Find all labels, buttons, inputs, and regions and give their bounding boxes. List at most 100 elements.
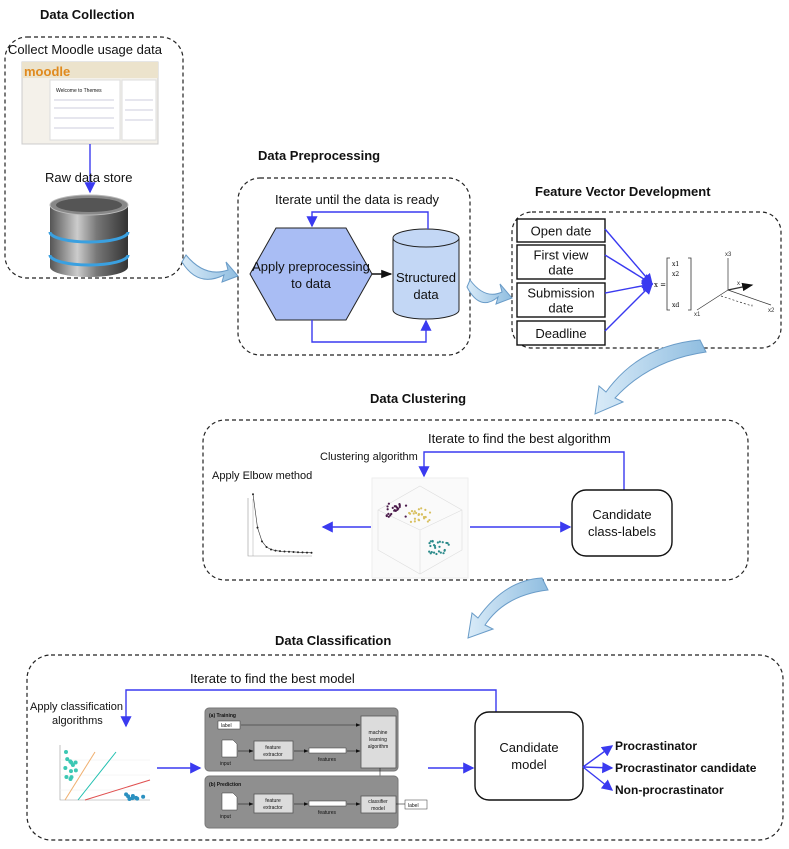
feature-label: Open date [531,224,592,239]
database-icon [48,194,130,277]
ml-2: learning [369,737,387,743]
class-point [134,795,139,800]
elbow-point [279,550,281,553]
training-extractor-1: feature [265,745,281,751]
cluster-point [387,515,390,518]
feature-vector: x = x1 x2 xd [654,257,692,311]
output-class: Procrastinator [615,739,697,753]
axis-vec: x [737,281,740,287]
feature-label: First view [534,248,590,263]
cluster-point [445,541,448,545]
cluster-point [433,544,436,548]
cluster-point [398,504,401,507]
clustering-title: Data Clustering [370,391,466,406]
prediction-input: input [220,814,231,820]
preprocess-label-1: Apply preprocessing [252,259,370,274]
cluster-point [428,542,431,545]
cluster-point [428,518,431,522]
feature-label: date [548,263,573,278]
feature-arrow [604,228,653,286]
cluster-point [404,515,407,518]
collection-box [4,36,184,279]
elbow-point [306,551,308,554]
preprocess-iterate-label: Iterate until the data is ready [275,192,440,207]
feature-arrow [604,283,653,332]
elbow-point [252,493,254,496]
cluster-point [422,517,426,520]
cluster-point [429,544,432,548]
cluster-point [397,507,400,510]
stage-arrow-1 [181,254,239,283]
elbow-point [265,546,268,549]
elbow-chart [247,493,313,557]
training-input: input [220,761,231,767]
feature-box [516,244,606,280]
cluster-point [408,511,411,515]
vector-eq: x = [654,281,666,289]
apply-classification-2: algorithms [52,715,103,727]
cluster-point [437,550,441,553]
ml-3: algorithm [368,744,389,750]
cluster-point [438,545,441,548]
features-title: Feature Vector Development [535,184,711,199]
prediction-label: label [408,803,419,809]
cluster-point [398,505,401,509]
cluster-point [428,511,432,514]
output-class: Non-procrastinator [615,783,724,797]
stage-arrow-2 [466,279,513,305]
training-extractor-2: extractor [263,752,283,758]
vector-x2: x2 [672,271,679,278]
store-label-1: Structured [396,270,456,285]
feature-box [516,218,606,243]
cluster-point [389,514,392,517]
cluster-point [429,552,432,555]
model-iterate-label: Iterate to find the best model [190,671,355,686]
structured-data-store [392,228,460,320]
training-features: features [318,757,337,763]
model-iterate-loop [120,689,497,728]
cluster-point [394,505,397,508]
cluster-point [442,552,445,555]
training-panel: (a) Training label input feature extract… [204,707,399,772]
cluster-point [386,505,389,508]
class-point [73,760,78,765]
ml-1: machine [369,730,388,736]
prediction-title: (b) Prediction [209,782,241,788]
stage-arrow-4 [467,577,549,639]
training-title: (a) Training [209,713,236,719]
candidate-labels-2: class-labels [588,524,656,539]
feature-label: date [548,301,573,316]
prediction-features: features [318,810,337,816]
cluster-point [409,520,413,523]
features-box [511,211,782,349]
cluster-point [391,506,394,510]
cluster-point [413,520,416,523]
stage-arrow-3 [594,339,707,415]
cluster-point [412,512,415,515]
cluster-point [417,513,421,516]
output-arrow [582,762,614,774]
axis-x2: x2 [768,308,775,314]
moodle-logo: moodle [24,64,70,79]
class-point [68,769,73,774]
axis-x3: x3 [725,252,732,258]
cluster-iterate-loop [418,451,625,490]
store-label-2: data [413,287,439,302]
cluster-point [426,520,429,523]
cluster-point [435,552,438,556]
elbow-point [261,540,263,543]
class-point [141,794,146,799]
cluster-point [385,514,388,518]
classification-title: Data Classification [275,633,391,648]
cluster-point [447,543,450,546]
elbow-point [301,551,304,554]
cluster-point [434,546,437,549]
cluster-point [431,539,434,543]
candidate-model-2: model [511,757,547,772]
cluster-point [439,551,442,554]
cluster-point [387,512,390,515]
vector-xd: xd [672,302,679,309]
iterate-loop-bottom [311,319,432,343]
classification-scatter [59,745,151,801]
elbow-point [292,550,295,553]
